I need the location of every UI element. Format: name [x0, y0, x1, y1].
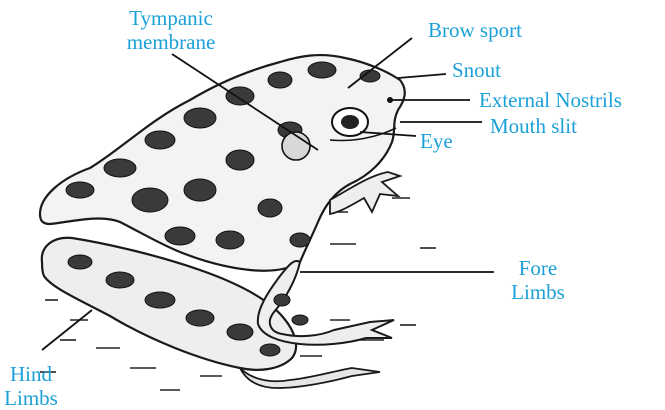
hind-foot [240, 368, 380, 388]
label-tympanic-line1: Tympanic [112, 6, 230, 30]
label-tympanic-membrane: Tympanic membrane [112, 6, 230, 54]
label-hind-line2: Limbs [0, 386, 62, 410]
leader-hind [42, 310, 92, 350]
label-snout: Snout [452, 58, 501, 82]
label-tympanic-line2: membrane [112, 30, 230, 54]
label-external-nostrils: External Nostrils [479, 88, 622, 112]
label-hind-limbs: Hind Limbs [0, 362, 62, 410]
label-hind-line1: Hind [0, 362, 62, 386]
pupil [341, 115, 359, 129]
label-mouth-slit: Mouth slit [490, 114, 577, 138]
label-fore-line1: Fore [496, 256, 580, 280]
label-fore-limbs: Fore Limbs [496, 256, 580, 304]
label-eye: Eye [420, 129, 453, 153]
label-fore-line2: Limbs [496, 280, 580, 304]
leader-snout [398, 74, 446, 78]
label-brow-spot: Brow sport [428, 18, 522, 42]
